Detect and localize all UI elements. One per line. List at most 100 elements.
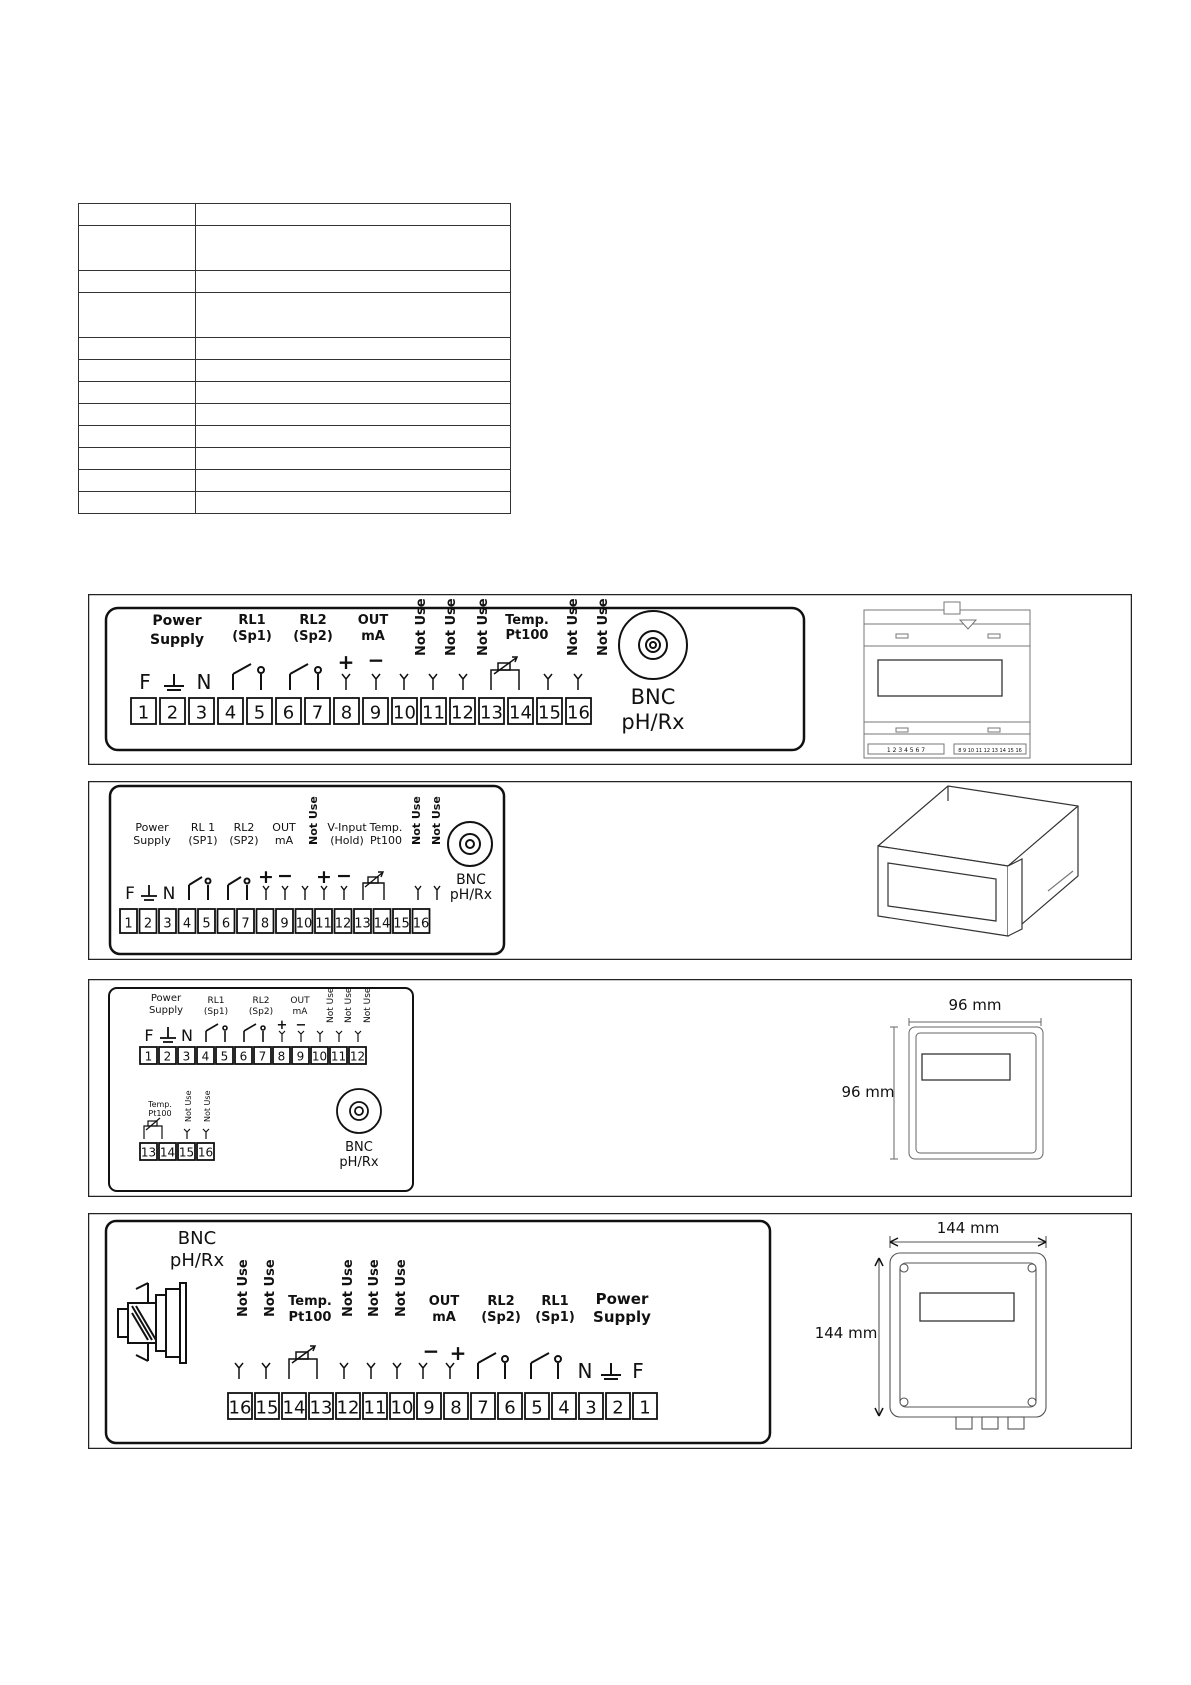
terminal-box xyxy=(497,1392,523,1420)
height-dimension-label: 96 mm xyxy=(841,1083,894,1101)
not-use-label: Not Use xyxy=(363,987,373,1023)
output-unit-label: mA xyxy=(361,629,385,644)
terminal-number: 4 xyxy=(202,1049,210,1063)
panel-96mm-wiring: Power Supply RL1 (Sp1) RL2 (Sp2) OUT mA … xyxy=(88,979,1132,1197)
terminal-box xyxy=(329,1046,348,1065)
terminal-number: 16 xyxy=(413,917,430,932)
terminal-number: 3 xyxy=(163,917,171,932)
terminal-number: 5 xyxy=(221,1049,229,1063)
power-supply-label: Supply xyxy=(593,1308,651,1326)
terminal-box xyxy=(507,697,534,725)
ground-icon xyxy=(601,1363,621,1380)
terminal-box xyxy=(605,1392,631,1420)
relay1-setpoint-label: (Sp1) xyxy=(232,629,272,644)
not-use-label: Not Use xyxy=(184,1090,193,1122)
not-use-label: Not Use xyxy=(476,598,491,656)
terminal-number: 8 xyxy=(261,917,269,932)
spec-table-row xyxy=(78,425,511,448)
terminal-number: 11 xyxy=(364,1397,387,1418)
spec-table-row xyxy=(78,225,511,271)
not-use-label: Not Use xyxy=(367,1259,382,1317)
relay1-contact-icon xyxy=(232,663,265,690)
terminal-box xyxy=(234,1046,253,1065)
terminal-pin-icons xyxy=(234,1362,455,1379)
not-use-label: Not Use xyxy=(341,1259,356,1317)
minus-sign: − xyxy=(277,865,293,887)
terminal-box xyxy=(372,908,392,934)
bnc-connector-icon xyxy=(618,610,688,680)
ground-icon xyxy=(141,885,157,901)
pt100-label: Pt100 xyxy=(289,1310,332,1325)
not-use-label: Not Use xyxy=(410,796,423,845)
relay1-label: RL1 xyxy=(208,996,225,1006)
minus-sign: − xyxy=(336,865,352,887)
terminal-box xyxy=(196,1046,215,1065)
terminal-number: 10 xyxy=(312,1049,327,1063)
hold-label: (Hold) xyxy=(330,834,364,847)
plus-sign: + xyxy=(450,1341,467,1365)
terminal-number: 12 xyxy=(337,1397,360,1418)
output-label: OUT xyxy=(429,1294,460,1309)
terminal-number: 7 xyxy=(312,702,323,723)
terminal-box xyxy=(275,697,302,725)
terminal-box xyxy=(478,697,505,725)
plus-sign: + xyxy=(316,866,332,888)
terminal-number: 13 xyxy=(354,917,371,932)
device-144mm-illustration xyxy=(874,1236,1047,1430)
terminal-box xyxy=(308,1392,334,1420)
terminal-box xyxy=(416,1392,442,1420)
neutral-label: N xyxy=(181,1026,193,1045)
terminal-pin-icons xyxy=(341,673,583,690)
power-supply-label: Power xyxy=(596,1290,649,1308)
phase-label: F xyxy=(632,1359,644,1383)
spec-table-row xyxy=(78,292,511,338)
pt100-label: Pt100 xyxy=(148,1109,171,1118)
terminal-number: 5 xyxy=(254,702,265,723)
width-dimension-label: 144 mm xyxy=(937,1219,1000,1237)
terminal-number: 14 xyxy=(509,702,532,723)
terminal-number: 1 xyxy=(145,1049,153,1063)
terminal-box xyxy=(470,1392,496,1420)
terminal-number: 10 xyxy=(391,1397,414,1418)
spec-table-row xyxy=(78,337,511,360)
terminal-box xyxy=(253,1046,272,1065)
terminal-number: 2 xyxy=(612,1397,623,1418)
not-use-label: Not Use xyxy=(203,1090,212,1122)
relay2-contact-icon xyxy=(227,876,251,900)
not-use-label: Not Use xyxy=(596,598,611,656)
terminal-number: 15 xyxy=(256,1397,279,1418)
terminal-number: 1 xyxy=(639,1397,650,1418)
spec-value-cell xyxy=(195,447,511,470)
relay1-label: RL1 xyxy=(238,613,265,628)
terminal-box xyxy=(130,697,157,725)
spec-table-row xyxy=(78,491,511,514)
not-use-label: Not Use xyxy=(394,1259,409,1317)
terminal-box xyxy=(411,908,431,934)
pt100-sensor-icon xyxy=(288,1345,318,1379)
terminal-box xyxy=(333,697,360,725)
terminal-number: 10 xyxy=(393,702,416,723)
terminal-box xyxy=(310,1046,329,1065)
terminal-box xyxy=(159,697,186,725)
terminal-number: 6 xyxy=(283,702,294,723)
terminal-number: 7 xyxy=(241,917,249,932)
terminal-box xyxy=(236,908,255,934)
panel-din-rail-wiring: Power Supply RL1 (Sp1) RL2 (Sp2) OUT mA … xyxy=(88,594,1132,765)
terminal-number: 15 xyxy=(393,917,410,932)
terminal-box xyxy=(196,1142,215,1161)
minus-sign: − xyxy=(296,1018,307,1033)
terminal-number: 13 xyxy=(141,1145,156,1159)
phase-label: F xyxy=(125,884,135,904)
output-unit-label: mA xyxy=(275,834,294,847)
terminal-number: 14 xyxy=(374,917,391,932)
panel-panel-mount-wiring: Power Supply RL 1 (SP1) RL2 (SP2) OUT mA… xyxy=(88,781,1132,960)
terminal-box xyxy=(227,1392,253,1420)
spec-label-cell xyxy=(78,403,196,426)
width-dimension-label: 96 mm xyxy=(948,996,1001,1014)
spec-label-cell xyxy=(78,270,196,293)
terminal-number: 3 xyxy=(183,1049,191,1063)
terminal-box xyxy=(281,1392,307,1420)
